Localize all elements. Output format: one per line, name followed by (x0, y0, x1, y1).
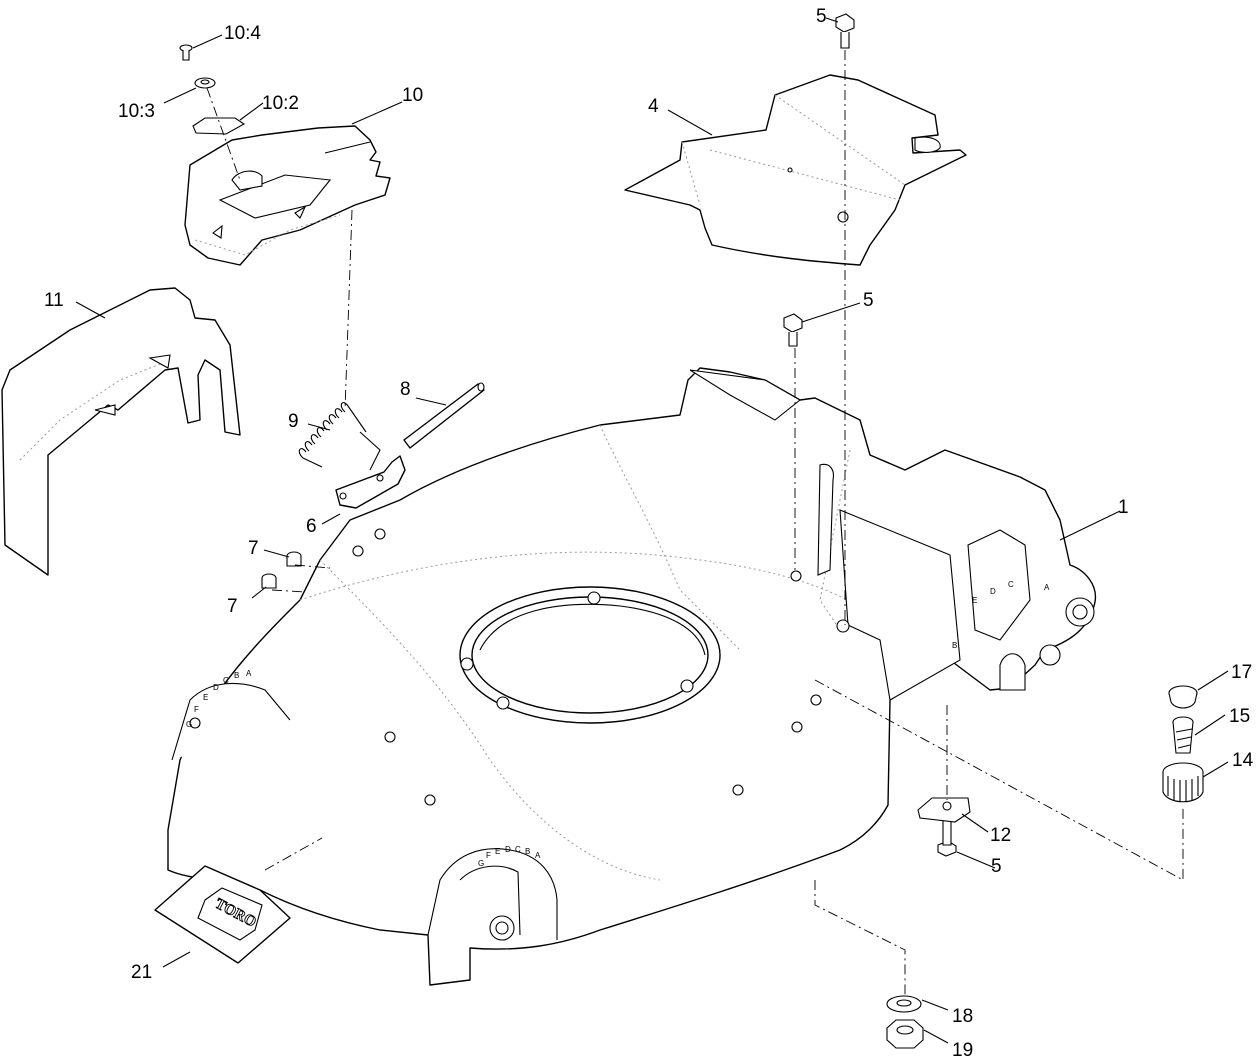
callout-18: 18 (952, 1006, 973, 1027)
callout-10: 10 (402, 85, 423, 106)
discharge-door-part-10 (184, 125, 391, 266)
spring-part-15 (1172, 716, 1194, 754)
leader-lines (75, 17, 1229, 1044)
callout-19: 19 (952, 1040, 973, 1061)
svg-text:C: C (223, 676, 229, 685)
assembly-lines (206, 50, 1184, 995)
svg-text:A: A (1044, 583, 1050, 592)
svg-text:B: B (234, 671, 239, 680)
callout-5-top: 5 (816, 6, 827, 27)
callout-10-3: 10:3 (118, 101, 155, 122)
logo-plate-part-21: TORO (154, 865, 291, 964)
callout-15: 15 (1229, 706, 1250, 727)
svg-text:G: G (186, 720, 192, 729)
lock-washer-part-18 (886, 995, 922, 1013)
height-marks-right: E D C A B (952, 580, 1050, 650)
callout-10-2: 10:2 (262, 93, 299, 114)
callout-5-lower: 5 (991, 856, 1002, 877)
knob-part-14 (1162, 762, 1204, 803)
hinge-bracket-part-6 (335, 431, 406, 509)
door-bracket-part-10-2 (192, 117, 246, 135)
height-marks-rear: G F E D C B A (186, 669, 252, 729)
washer-part-10-3 (194, 77, 216, 89)
cap-part-17 (1168, 685, 1198, 709)
pivot-rod-part-8 (403, 382, 485, 449)
svg-text:B: B (952, 641, 957, 650)
svg-text:E: E (495, 847, 500, 856)
callout-7-lower: 7 (227, 596, 238, 617)
callout-1: 1 (1118, 497, 1129, 518)
bolt-part-5-top (835, 13, 855, 49)
svg-text:D: D (213, 683, 219, 692)
callout-6: 6 (306, 516, 317, 537)
callout-21: 21 (131, 962, 152, 983)
callout-8: 8 (400, 379, 411, 400)
mower-deck-part-1 (167, 367, 1097, 986)
callout-7-upper: 7 (248, 538, 259, 559)
svg-text:C: C (515, 845, 521, 854)
callout-labels: 1 4 5 5 5 6 7 7 8 9 10 10:2 10:3 10:4 11… (44, 6, 1254, 1061)
svg-text:D: D (990, 587, 996, 596)
svg-text:D: D (505, 845, 511, 854)
callout-11: 11 (44, 290, 64, 311)
svg-text:A: A (535, 851, 541, 860)
callout-17: 17 (1231, 662, 1252, 683)
callout-12: 12 (990, 825, 1011, 846)
svg-text:A: A (246, 669, 252, 678)
svg-text:E: E (972, 596, 977, 605)
bolt-part-5-lower (937, 820, 957, 857)
torsion-spring-part-9 (298, 402, 367, 468)
callout-10-4: 10:4 (224, 23, 261, 44)
nut-part-19 (886, 1019, 924, 1049)
rear-flap-part-11 (1, 287, 241, 576)
cover-plate-part-4 (624, 74, 967, 266)
svg-text:F: F (486, 851, 491, 860)
bolt-part-5-middle (783, 313, 803, 347)
svg-text:G: G (478, 859, 484, 868)
callout-14: 14 (1232, 750, 1254, 771)
callout-9: 9 (288, 411, 299, 432)
svg-text:E: E (203, 693, 208, 702)
callout-5-middle: 5 (863, 290, 874, 311)
screw-part-7-upper (286, 551, 302, 567)
screw-part-10-4 (179, 44, 193, 61)
callout-4: 4 (648, 96, 659, 117)
svg-text:B: B (525, 847, 530, 856)
svg-text:C: C (1008, 580, 1014, 589)
bracket-plate-part-12 (917, 797, 971, 823)
svg-text:F: F (194, 705, 199, 714)
height-marks-front: G F E D C B A (478, 845, 541, 868)
screw-part-7-lower (261, 573, 277, 589)
